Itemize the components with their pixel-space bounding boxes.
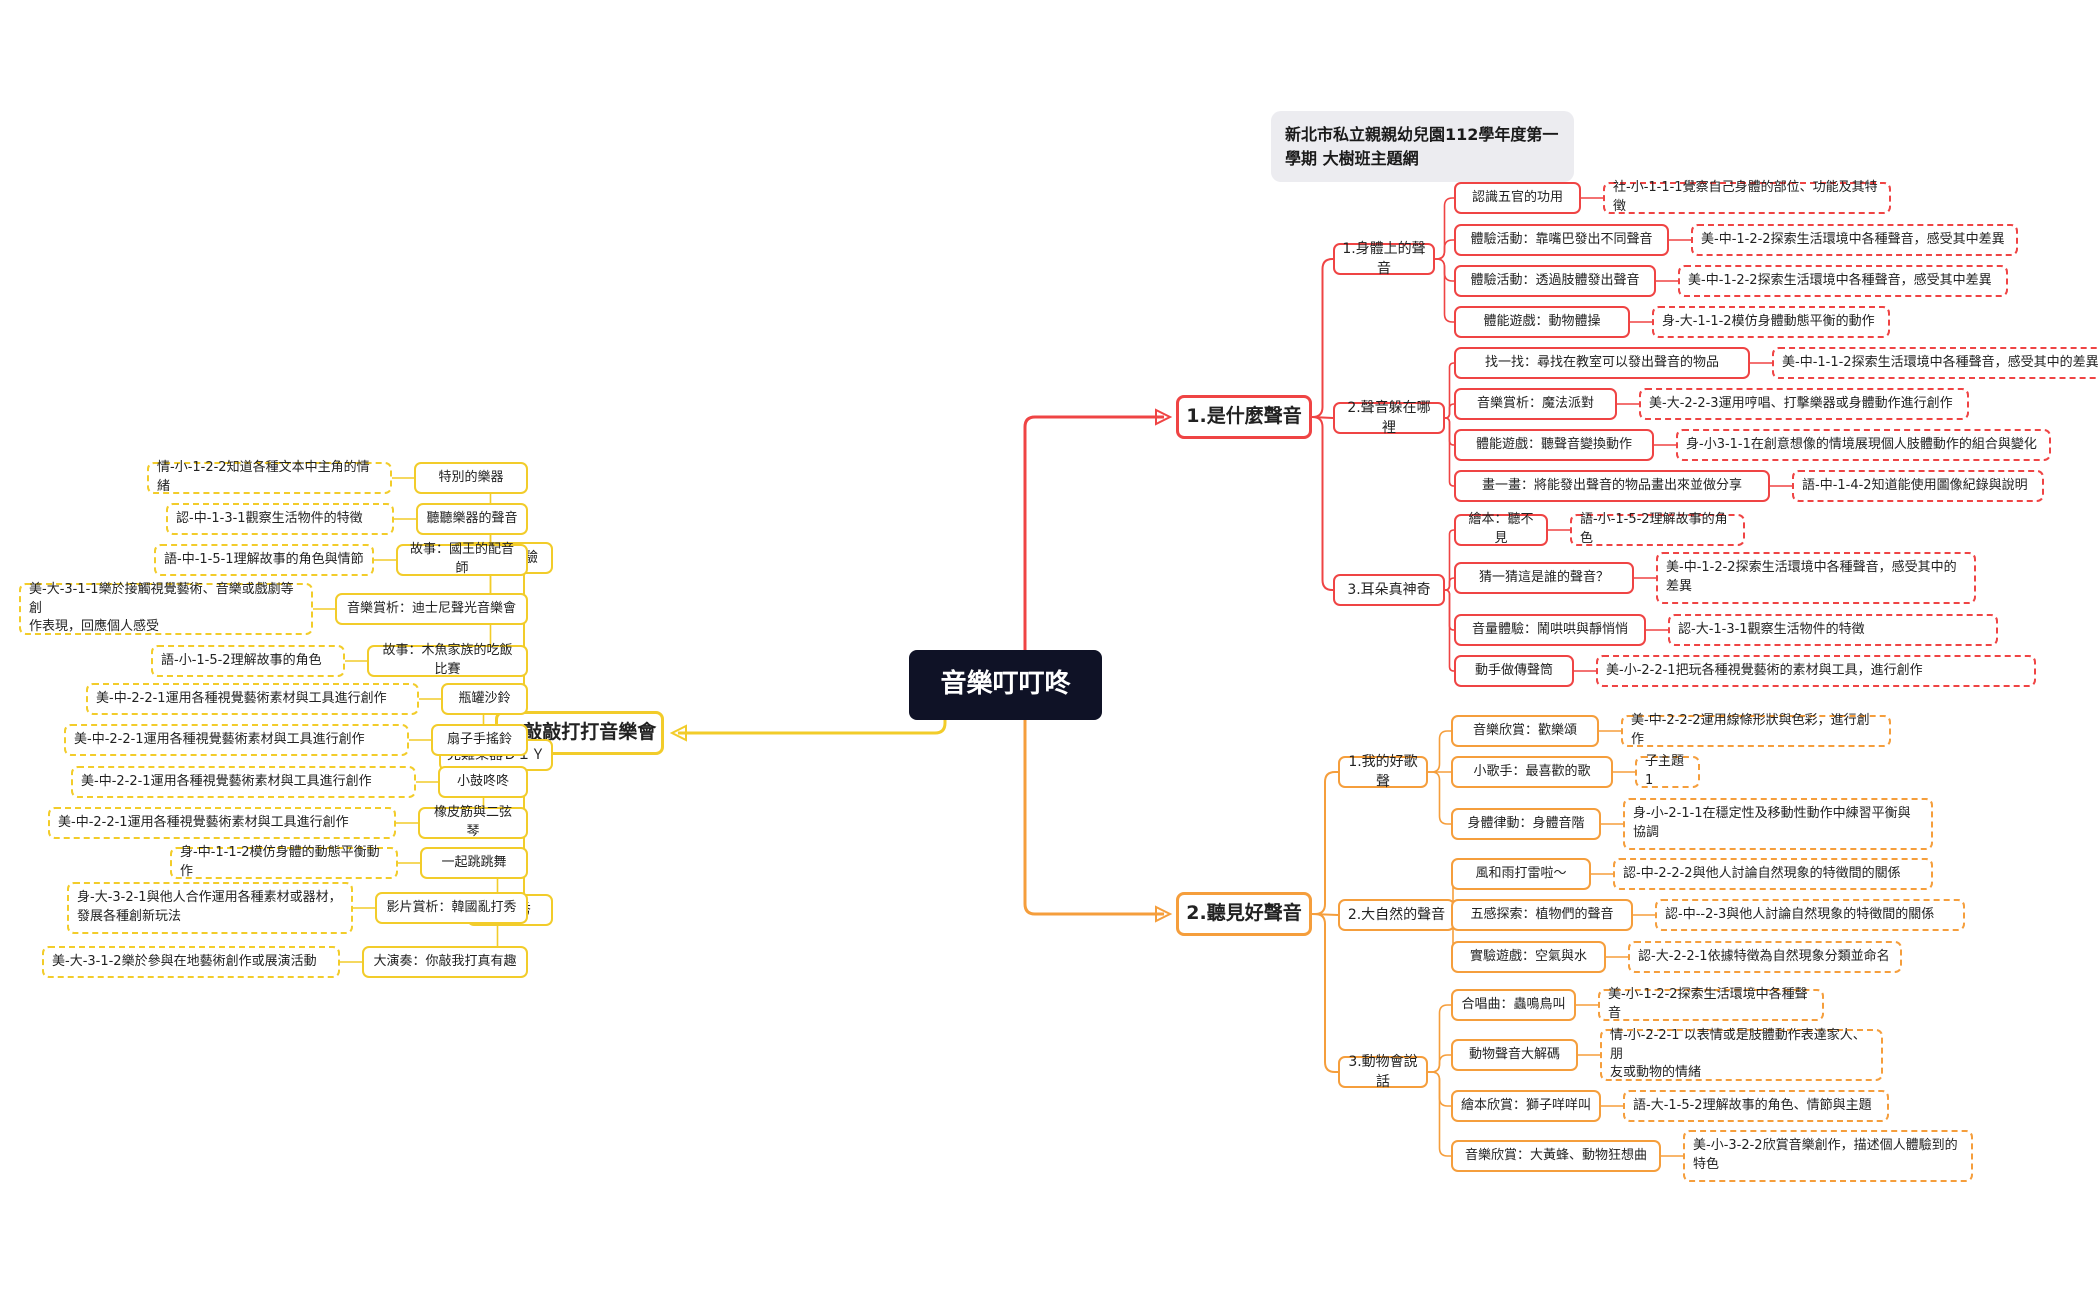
arrow-head bbox=[669, 724, 687, 742]
activity-node[interactable]: 體能遊戲：動物體操 bbox=[1454, 306, 1630, 338]
activity-node[interactable]: 音樂欣賞：大黃蜂、動物狂想曲 bbox=[1451, 1140, 1661, 1172]
activity-node[interactable]: 扇子手搖鈴 bbox=[431, 724, 528, 756]
item-line bbox=[1444, 577, 1455, 591]
root-topic[interactable]: 音樂叮叮咚 bbox=[909, 650, 1102, 720]
activity-node[interactable]: 音量體驗：鬧哄哄與靜悄悄 bbox=[1454, 614, 1646, 646]
curriculum-indicator[interactable]: 認-中--2-3與他人討論自然現象的特徵間的關係 bbox=[1655, 899, 1965, 931]
activity-node[interactable]: 五感探索：植物們的聲音 bbox=[1451, 899, 1633, 931]
curriculum-indicator[interactable]: 美-小-3-2-2欣賞音樂創作，描述個人體驗到的 特色 bbox=[1683, 1130, 1973, 1182]
curriculum-indicator[interactable]: 認-中-2-2-2與他人討論自然現象的特徵間的關係 bbox=[1613, 858, 1933, 890]
branch-line bbox=[678, 720, 947, 735]
curriculum-indicator[interactable]: 語-中-1-5-1理解故事的角色與情節 bbox=[154, 544, 374, 576]
activity-node[interactable]: 音樂賞析：魔法派對 bbox=[1454, 388, 1617, 420]
activity-node[interactable]: 聽聽樂器的聲音 bbox=[416, 503, 528, 535]
curriculum-indicator[interactable]: 美-中-1-2-2探索生活環境中各種聲音，感受其中差異 bbox=[1678, 265, 2008, 297]
activity-node[interactable]: 身體律動：身體音階 bbox=[1451, 808, 1601, 840]
subtopic[interactable]: 3.耳朵真神奇 bbox=[1333, 574, 1445, 606]
sub-line bbox=[1312, 258, 1333, 418]
branch-topic[interactable]: 2.聽見好聲音 bbox=[1176, 892, 1312, 936]
sub-line bbox=[1312, 913, 1338, 1073]
branch-line bbox=[1023, 685, 1164, 916]
item-line bbox=[1428, 1071, 1451, 1157]
activity-node[interactable]: 故事：木魚家族的吃飯比賽 bbox=[367, 643, 528, 677]
activity-node[interactable]: 動物聲音大解碼 bbox=[1451, 1039, 1578, 1071]
activity-node[interactable]: 體驗活動：透過肢體發出聲音 bbox=[1454, 265, 1656, 297]
curriculum-indicator[interactable]: 身-大-3-2-1與他人合作運用各種素材或器材， 發展各種創新玩法 bbox=[67, 882, 353, 934]
curriculum-indicator[interactable]: 美-小-2-2-1把玩各種視覺藝術的素材與工具，進行創作 bbox=[1596, 655, 2036, 687]
item-line bbox=[1428, 771, 1451, 825]
activity-node[interactable]: 猜一猜這是誰的聲音？ bbox=[1454, 562, 1634, 594]
subtopic[interactable]: 3.動物會說話 bbox=[1338, 1054, 1428, 1090]
activity-node[interactable]: 找一找：尋找在教室可以發出聲音的物品 bbox=[1454, 347, 1750, 379]
sub-line bbox=[1312, 416, 1333, 591]
curriculum-indicator[interactable]: 認-大-2-2-1依據特徵為自然現象分類並命名 bbox=[1628, 941, 1902, 973]
item-line bbox=[1435, 258, 1454, 323]
activity-node[interactable]: 瓶罐沙鈴 bbox=[441, 683, 528, 715]
curriculum-indicator[interactable]: 情-小-1-2-2知道各種文本中主角的情緒 bbox=[147, 460, 392, 494]
curriculum-indicator[interactable]: 身-中-1-1-2模仿身體的動態平衡動作 bbox=[170, 845, 398, 879]
curriculum-indicator[interactable]: 身-小3-1-1在創意想像的情境展現個人肢體動作的組合與變化 bbox=[1676, 429, 2051, 461]
activity-node[interactable]: 特別的樂器 bbox=[414, 462, 528, 494]
activity-node[interactable]: 畫一畫：將能發出聲音的物品畫出來並做分享 bbox=[1454, 470, 1770, 502]
activity-node[interactable]: 小鼓咚咚 bbox=[438, 766, 528, 798]
curriculum-indicator[interactable]: 美-大-3-1-2樂於參與在地藝術創作或展演活動 bbox=[42, 946, 340, 978]
item-line bbox=[1444, 417, 1455, 487]
curriculum-indicator[interactable]: 社-小-1-1-1覺察自己身體的部位、功能及其特徵 bbox=[1603, 180, 1891, 214]
curriculum-indicator[interactable]: 語-小-1-5-2理解故事的角色 bbox=[151, 645, 345, 677]
curriculum-indicator[interactable]: 身-小-2-1-1在穩定性及移動性動作中練習平衡與 協調 bbox=[1623, 798, 1933, 850]
activity-node[interactable]: 體驗活動：靠嘴巴發出不同聲音 bbox=[1454, 224, 1669, 256]
curriculum-indicator[interactable]: 美-大-3-1-1樂於接觸視覺藝術、音樂或戲劇等創 作表現，回應個人感受 bbox=[19, 582, 313, 635]
activity-node[interactable]: 體能遊戲：聽聲音變換動作 bbox=[1454, 429, 1654, 461]
curriculum-indicator[interactable]: 語-小-1-5-2理解故事的角色 bbox=[1570, 512, 1745, 546]
activity-node[interactable]: 動手做傳聲筒 bbox=[1454, 655, 1574, 687]
curriculum-indicator[interactable]: 子主題 1 bbox=[1635, 754, 1700, 788]
curriculum-indicator[interactable]: 美-小-1-2-2探索生活環境中各種聲音 bbox=[1598, 987, 1824, 1021]
activity-node[interactable]: 音樂賞析：迪士尼聲光音樂會 bbox=[335, 593, 528, 625]
curriculum-indicator[interactable]: 美-中-1-2-2探索生活環境中各種聲音，感受其中的 差異 bbox=[1656, 552, 1976, 604]
curriculum-indicator[interactable]: 語-大-1-5-2理解故事的角色、情節與主題 bbox=[1623, 1090, 1889, 1122]
item-line bbox=[1444, 589, 1455, 672]
curriculum-indicator[interactable]: 美-中-2-2-1運用各種視覺藝術素材與工具進行創作 bbox=[48, 807, 396, 839]
activity-node[interactable]: 認識五官的功用 bbox=[1454, 182, 1581, 214]
title-note: 新北市私立親親幼兒園112學年度第一學期 大樹班主題網 bbox=[1271, 111, 1574, 182]
item-line bbox=[1428, 730, 1451, 773]
curriculum-indicator[interactable]: 情-小-2-2-1 以表情或是肢體動作表達家人、朋 友或動物的情緒 bbox=[1600, 1028, 1883, 1081]
subtopic[interactable]: 2.大自然的聲音 bbox=[1338, 899, 1455, 931]
curriculum-indicator[interactable]: 美-中-1-2-2探索生活環境中各種聲音，感受其中差異 bbox=[1691, 224, 2018, 256]
activity-node[interactable]: 影片賞析：韓國亂打秀 bbox=[375, 892, 528, 924]
item-line bbox=[1435, 239, 1454, 260]
curriculum-indicator[interactable]: 語-中-1-4-2知道能使用圖像紀錄與說明 bbox=[1792, 470, 2044, 502]
activity-node[interactable]: 實驗遊戲：空氣與水 bbox=[1451, 941, 1606, 973]
activity-node[interactable]: 風和雨打雷啦～ bbox=[1451, 858, 1591, 890]
curriculum-indicator[interactable]: 美-大-2-2-3運用哼唱、打擊樂器或身體動作進行創作 bbox=[1639, 388, 1969, 420]
activity-node[interactable]: 大演奏：你敲我打真有趣 bbox=[362, 946, 528, 978]
curriculum-indicator[interactable]: 美-中-2-2-1運用各種視覺藝術素材與工具進行創作 bbox=[64, 724, 409, 756]
curriculum-indicator[interactable]: 認-中-1-3-1觀察生活物件的特徵 bbox=[166, 503, 394, 535]
subtopic[interactable]: 1.身體上的聲音 bbox=[1333, 241, 1435, 277]
curriculum-indicator[interactable]: 美-中-1-1-2探索生活環境中各種聲音，感受其中的差異 bbox=[1772, 347, 2098, 379]
sub-line bbox=[1312, 771, 1338, 915]
curriculum-indicator[interactable]: 美-中-2-2-2運用線條形狀與色彩，進行創作 bbox=[1621, 713, 1891, 747]
branch-line bbox=[1023, 415, 1164, 685]
item-line bbox=[1444, 403, 1455, 419]
curriculum-indicator[interactable]: 認-大-1-3-1觀察生活物件的特徵 bbox=[1668, 614, 1998, 646]
curriculum-indicator[interactable]: 美-中-2-2-1運用各種視覺藝術素材與工具進行創作 bbox=[86, 683, 419, 715]
branch-topic[interactable]: 1.是什麼聲音 bbox=[1176, 395, 1312, 439]
subtopic[interactable]: 1.我的好歌聲 bbox=[1338, 754, 1428, 790]
arrow-head bbox=[1155, 408, 1173, 426]
curriculum-indicator[interactable]: 美-中-2-2-1運用各種視覺藝術素材與工具進行創作 bbox=[71, 766, 416, 798]
activity-node[interactable]: 故事：國王的配音師 bbox=[396, 542, 528, 576]
curriculum-indicator[interactable]: 身-大-1-1-2模仿身體動態平衡的動作 bbox=[1652, 306, 1890, 338]
subtopic[interactable]: 2.聲音躲在哪裡 bbox=[1333, 400, 1445, 436]
activity-node[interactable]: 橡皮筋與二弦琴 bbox=[418, 805, 528, 839]
activity-node[interactable]: 音樂欣賞：歡樂頌 bbox=[1451, 715, 1599, 747]
activity-node[interactable]: 合唱曲：蟲鳴鳥叫 bbox=[1451, 989, 1576, 1021]
activity-node[interactable]: 繪本欣賞：獅子咩咩叫 bbox=[1451, 1090, 1601, 1122]
activity-node[interactable]: 一起跳跳舞 bbox=[420, 847, 528, 879]
activity-node[interactable]: 繪本：聽不見 bbox=[1454, 512, 1548, 546]
arrow-head bbox=[1155, 905, 1173, 923]
item-line bbox=[1428, 1054, 1451, 1073]
activity-node[interactable]: 小歌手：最喜歡的歌 bbox=[1451, 756, 1613, 788]
